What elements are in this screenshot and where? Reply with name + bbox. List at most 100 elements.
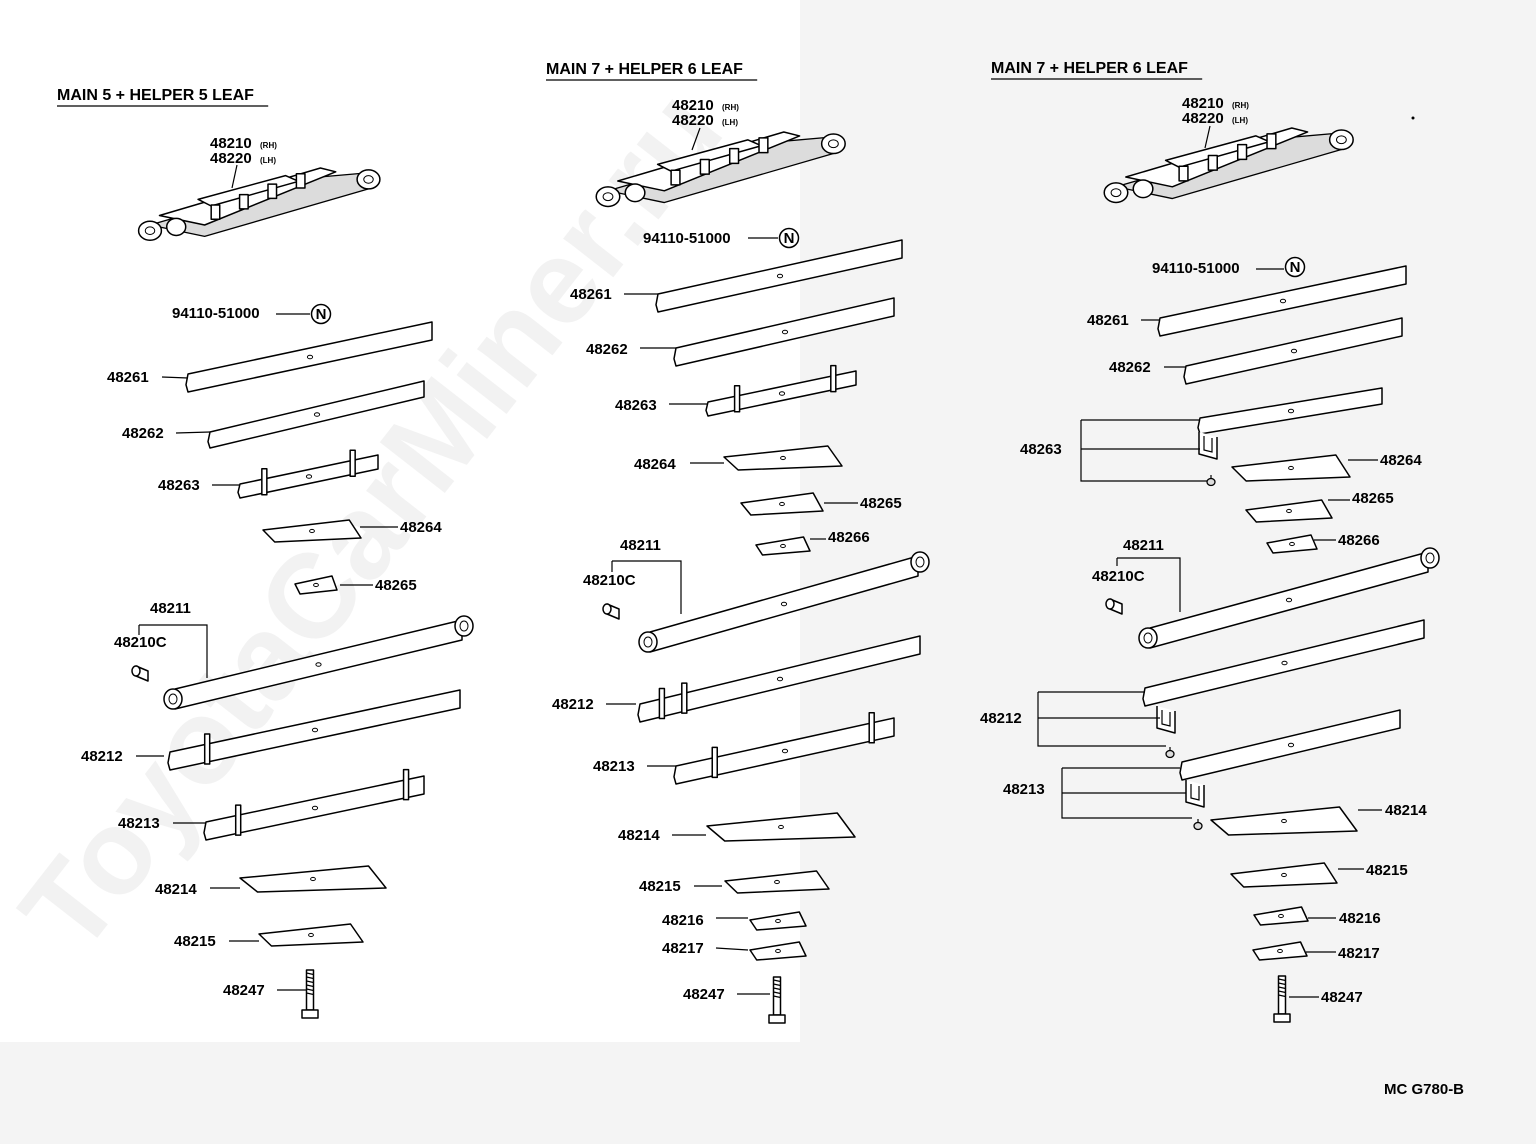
col3-pad-48266 [1266,534,1318,554]
col1-leaf-48262-center-hole [313,412,321,417]
col1-spring-assembly-rear-eye [165,217,187,237]
col3-pad-48264 [1231,454,1351,482]
col1-pad-48215-hole [308,932,314,938]
col3-new-part-ring [1284,256,1306,278]
col1-bolt-48247-thread [306,988,314,992]
col2-assembly-label-lh-side: (LH) [722,118,738,127]
col3-bolt-48247-thread [1278,982,1286,986]
col1-pad-48215 [258,923,364,947]
col3-new-part-letter: N [1290,259,1301,276]
col3-leaf-48261 [1157,265,1407,337]
col2-bushing-48210C [602,603,620,620]
col2-pad-48216 [749,911,807,931]
col2-bolt-48247-thread [773,983,781,987]
col1-callout-48214: 48214 [155,881,197,898]
col3-clip-48213-clip-inner [1190,784,1200,801]
col2-leaf-48263-clip [733,385,741,413]
col3-callout-nut: 94110-51000 [1152,260,1240,277]
col1-new-part-ring [310,303,332,325]
col2-callout-48210C: 48210C [583,572,636,589]
col3-bolt-48247-thread [1278,994,1286,998]
col1-assembly-label-rh-side: (RH) [260,141,277,150]
col3-callout-48263: 48263 [1020,441,1062,458]
col1-bushing-48210C-end [131,665,141,677]
col1-callout-48210C: 48210C [114,634,167,651]
col2-callout-48261: 48261 [570,286,612,303]
col2-new-part-letter: N [784,230,795,247]
col1-bolt-48247 [301,969,319,1019]
col2-spring-assembly-tip-eye-hole [828,139,839,149]
col3-leaf-48213-main-center-hole [1287,742,1295,748]
col3-leaf-48261-center-hole [1279,298,1287,304]
col3-heading: MAIN 7 + HELPER 6 LEAF [991,60,1188,77]
col1-spring-assembly [137,167,381,241]
leader-line [1204,125,1211,149]
col2-callout-48211: 48211 [620,537,661,554]
col2-leaf-48212-clip [658,687,666,720]
col3-bushing-48210C [1105,598,1123,615]
col1-callout-48264: 48264 [400,519,442,536]
col2-heading: MAIN 7 + HELPER 6 LEAF [546,61,743,78]
col3-pad-48214 [1210,806,1358,836]
col1-leaf-48212 [167,689,461,771]
col2-leaf-48261-center-hole [776,273,784,279]
col2-leaf-48211-eye-right-hole [915,556,925,568]
col2-callout-48262: 48262 [586,341,628,358]
col3-leaf-48212-main-center-hole [1281,660,1288,666]
col3-spring-assembly-clamp [1236,143,1248,161]
col2-leaf-48263-center-hole [778,391,786,396]
col2-pad-48215 [724,870,830,894]
col3-leaf-48263 [1197,387,1383,435]
col3-callout-48264: 48264 [1380,452,1422,469]
col3-pad-48217-hole [1277,948,1283,954]
col3-clip-48263-clip [1198,432,1218,460]
col3-callout-48266: 48266 [1338,532,1380,549]
col3-assembly-label-lh-side: (LH) [1232,116,1248,125]
col3-callout-48247: 48247 [1321,989,1363,1006]
col3-pad-48265-hole [1286,508,1292,514]
col2-callout-48216: 48216 [662,912,704,929]
col3-pad-48216-hole [1278,913,1284,919]
col3-leaf-48211-eye-right-hole [1425,552,1435,564]
diagram-code: MC G780-B [1384,1081,1465,1098]
col2-leaf-48213 [673,712,895,785]
col3-callout-48213: 48213 [1003,781,1045,798]
col3-bolt-48212 [1165,747,1175,759]
col3-pad-48215 [1230,862,1338,888]
col2-spring-assembly [595,131,846,208]
col2-assembly-label-rh-side: (RH) [722,103,739,112]
col1-leaf-48213-clip [234,804,242,836]
col3-leaf-48212-main [1142,619,1425,707]
col1-callout-48213: 48213 [118,815,160,832]
col2-pad-48217 [749,941,807,961]
col3-spring-assembly-front-eye-hole [1110,188,1122,198]
stray-dot [1411,116,1415,120]
col2-pad-48214-hole [778,824,784,830]
col2-bolt-48247-head [768,1014,786,1024]
callout-text-layer: MAIN 5 + HELPER 5 LEAF48210(RH)48220(LH)… [57,60,1427,1006]
col1-bolt-48247-thread [306,980,314,984]
col3-clip-48213 [1185,780,1205,808]
col2-leaf-48211-center-hole [780,601,788,607]
col1-leaf-48263-center-hole [305,474,313,479]
col3-callout-48262: 48262 [1109,359,1151,376]
col1-leaf-48212-clip [203,733,211,765]
col1-spring-assembly-clamp [210,204,221,221]
col3-bushing-48210C-end [1105,598,1115,610]
col2-bolt-48247-thread [773,979,781,983]
col3-bolt-48247-head [1273,1013,1291,1023]
col1-callout-48263: 48263 [158,477,200,494]
col3-clip-48213-clip [1185,780,1205,808]
col2-callout-48217: 48217 [662,940,704,957]
col3-spring-assembly-clamp [1207,154,1218,171]
col2-bushing-48210C-end [602,603,612,615]
col3-bracket-48212 [1037,692,1166,747]
col2-spring-assembly-rear-eye [624,183,646,203]
col3-callout-48217: 48217 [1338,945,1380,962]
col3-bolt-48247-thread [1278,986,1286,990]
col3-pad-48266-hole [1289,541,1295,547]
col1-assembly-label-rh-number: 48210 [210,135,252,152]
col2-callout-48214: 48214 [618,827,660,844]
col1-leaf-48213 [203,768,425,841]
leader-line [715,947,749,951]
